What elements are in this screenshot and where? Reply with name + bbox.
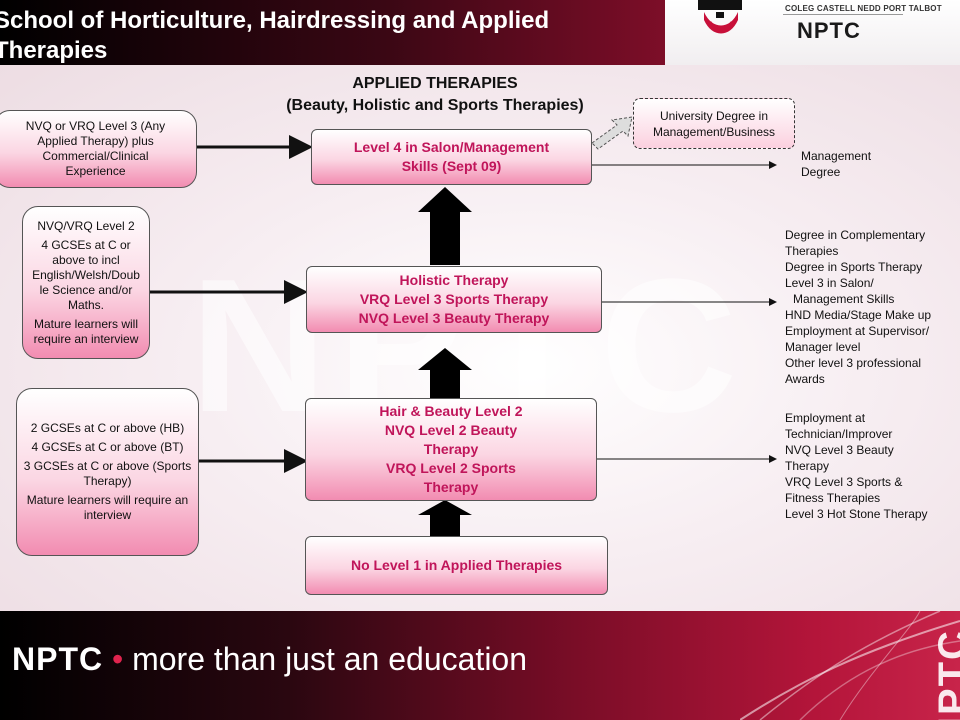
footer-bar: NPTC • more than just an education NPTC xyxy=(0,611,960,720)
level3-line2: VRQ Level 3 Sports Therapy xyxy=(359,291,549,307)
outcome-level2-line: NVQ Level 3 Beauty xyxy=(785,443,894,457)
footer-tagline-text: more than just an education xyxy=(132,641,528,677)
outcome-level3-line: Awards xyxy=(785,372,825,386)
header-bar: School of Horticulture, Hairdressing and… xyxy=(0,0,960,65)
outcome-level3-line: Employment at Supervisor/ xyxy=(785,324,930,338)
college-logo: COLEG CASTELL NEDD PORT TALBOT NPTC xyxy=(665,0,960,65)
outcome-level3-line: Level 3 in Salon/ xyxy=(785,276,874,290)
level1-label: No Level 1 in Applied Therapies xyxy=(350,557,563,573)
diagram-area: NPTC APPLIED THERAPIES (Beauty, Holistic… xyxy=(0,65,960,611)
outcome-level3-line: Manager level xyxy=(785,340,861,354)
entry-req-level4-line2: Applied Therapy) plus xyxy=(37,134,154,148)
level1-box: No Level 1 in Applied Therapies xyxy=(305,536,608,595)
outcome-level3-line: Therapies xyxy=(785,244,839,258)
university-line2: Management/Business xyxy=(652,124,776,139)
outcome-level2-line: Therapy xyxy=(785,459,830,473)
outcome-level2-line: Technician/Improver xyxy=(785,427,893,441)
footer-vertical-brand: NPTC xyxy=(930,629,960,720)
logo-college-name: COLEG CASTELL NEDD PORT TALBOT xyxy=(785,4,942,13)
outcome-level3-line: HND Media/Stage Make up xyxy=(785,308,932,322)
diagram-title-line2: (Beauty, Holistic and Sports Therapies) xyxy=(286,97,584,114)
university-degree-box: University Degree in Management/Business xyxy=(633,98,795,149)
arrow-to-university xyxy=(591,116,633,150)
outcome-level2-line: Fitness Therapies xyxy=(785,491,881,505)
level2-box: Hair & Beauty Level 2 NVQ Level 2 Beauty… xyxy=(305,398,597,501)
arrow-up-level2-to-level3 xyxy=(418,348,472,398)
outcome-level2-line: Employment at xyxy=(785,411,866,425)
entry-req-level2: 2 GCSEs at C or above (HB) 4 GCSEs at C … xyxy=(16,388,199,556)
level2-line4: VRQ Level 2 Sports xyxy=(386,460,516,476)
entry-req-level3-item2: 4 GCSEs at C or above to incl English/We… xyxy=(32,237,140,312)
level2-line5: Therapy xyxy=(423,479,479,495)
outcome-level4-line: Management xyxy=(801,149,872,163)
crest-icon xyxy=(698,0,742,34)
entry-req-level3-item3: Mature learners will require an intervie… xyxy=(33,316,139,346)
outcome-level3-line: Degree in Sports Therapy xyxy=(785,260,923,274)
flow-arrows xyxy=(150,116,777,536)
entry-req-level2-item3: 3 GCSEs at C or above (Sports Therapy) xyxy=(23,459,192,488)
level4-line1: Level 4 in Salon/Management xyxy=(353,139,550,155)
entry-req-level3: NVQ/VRQ Level 2 4 GCSEs at C or above to… xyxy=(22,206,150,359)
entry-req-level2-item2: 4 GCSEs at C or above (BT) xyxy=(31,440,184,454)
level3-line3: NVQ Level 3 Beauty Therapy xyxy=(358,310,550,326)
outcome-level2-line: Level 3 Hot Stone Therapy xyxy=(785,507,928,521)
entry-req-level4-line3: Commercial/Clinical xyxy=(42,149,149,163)
level2-line1: Hair & Beauty Level 2 xyxy=(379,403,523,419)
university-line1: University Degree in xyxy=(659,108,769,123)
footer-tagline: NPTC • more than just an education xyxy=(12,641,527,678)
arrow-up-level3-to-level4 xyxy=(418,187,472,265)
level2-line3: Therapy xyxy=(423,441,479,457)
light-burst-graphic xyxy=(740,611,960,720)
entry-req-level4: NVQ or VRQ Level 3 (Any Applied Therapy)… xyxy=(0,110,197,188)
footer-bullet: • xyxy=(112,641,124,677)
logo-divider xyxy=(783,14,903,15)
level3-line1: Holistic Therapy xyxy=(399,272,509,288)
outcome-level3-line: Management Skills xyxy=(793,292,895,306)
entry-req-level4-line1: NVQ or VRQ Level 3 (Any xyxy=(25,119,166,133)
outcome-level2-line: VRQ Level 3 Sports & xyxy=(785,475,903,489)
logo-brand: NPTC xyxy=(797,18,861,43)
level4-box: Level 4 in Salon/Management Skills (Sept… xyxy=(311,129,592,185)
entry-req-level2-item1: 2 GCSEs at C or above (HB) xyxy=(30,421,185,435)
outcome-level4-line: Degree xyxy=(801,165,841,179)
arrow-up-level1-to-level2 xyxy=(418,500,472,536)
outcome-level3: Degree in Complementary Therapies Degree… xyxy=(785,227,931,387)
entry-req-level3-item1: NVQ/VRQ Level 2 xyxy=(37,218,135,233)
level4-line2: Skills (Sept 09) xyxy=(401,158,502,174)
entry-req-level4-line4: Experience xyxy=(65,164,126,178)
diagram-title-line1: APPLIED THERAPIES xyxy=(352,75,518,92)
outcome-level2: Employment at Technician/Improver NVQ Le… xyxy=(785,410,928,522)
diagram-title: APPLIED THERAPIES (Beauty, Holistic and … xyxy=(250,73,620,117)
outcome-level3-line: Other level 3 professional xyxy=(785,356,922,370)
page-title: School of Horticulture, Hairdressing and… xyxy=(0,7,550,64)
footer-brand: NPTC xyxy=(12,641,104,677)
level2-line2: NVQ Level 2 Beauty xyxy=(384,422,518,438)
entry-req-level2-item4: Mature learners will require an intervie… xyxy=(26,493,189,522)
level3-box: Holistic Therapy VRQ Level 3 Sports Ther… xyxy=(306,266,602,333)
outcome-level3-line: Degree in Complementary xyxy=(785,228,926,242)
outcome-level4: Management Degree xyxy=(801,148,871,180)
